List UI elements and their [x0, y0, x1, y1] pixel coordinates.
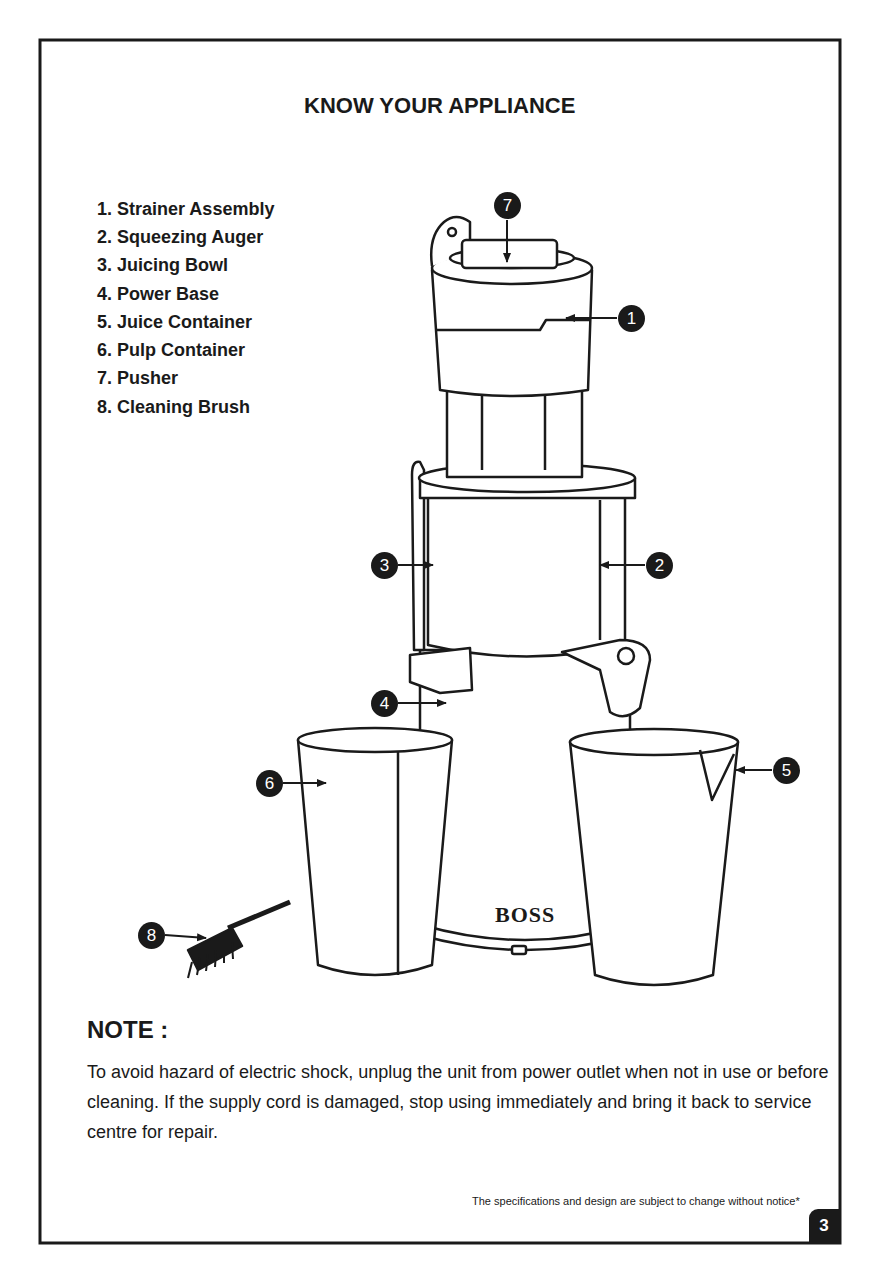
callout-number: 3 — [371, 552, 398, 579]
juicing-bowl — [428, 490, 625, 657]
parts-list-item: 3. Juicing Bowl — [97, 255, 228, 276]
parts-list-item: 2. Squeezing Auger — [97, 227, 263, 248]
strainer-assembly — [432, 270, 592, 396]
callout-number: 4 — [371, 690, 398, 717]
brand-logo: BOSS — [495, 902, 555, 928]
leader-lines — [165, 220, 772, 938]
footer-note: The specifications and design are subjec… — [472, 1195, 800, 1207]
callout-text: 6 — [265, 774, 274, 794]
note-heading: NOTE : — [87, 1016, 168, 1044]
cleaning-brush — [188, 928, 242, 970]
callout-number: 6 — [256, 770, 283, 797]
callout-number: 7 — [494, 192, 521, 219]
parts-list-item: 4. Power Base — [97, 284, 219, 305]
callout-text: 8 — [147, 926, 156, 946]
callout-text: 1 — [627, 309, 636, 329]
callout-text: 3 — [380, 556, 389, 576]
callout-text: 4 — [380, 694, 389, 714]
callout-number: 2 — [646, 552, 673, 579]
parts-list-item: 8. Cleaning Brush — [97, 397, 250, 418]
pusher — [462, 240, 557, 268]
page-title: KNOW YOUR APPLIANCE — [304, 93, 575, 119]
parts-list-item: 7. Pusher — [97, 368, 178, 389]
juice-container — [570, 742, 738, 985]
callout-text: 2 — [655, 556, 664, 576]
juice-spout — [562, 640, 650, 716]
callout-number: 5 — [773, 757, 800, 784]
parts-list-item: 5. Juice Container — [97, 312, 252, 333]
page-number: 3 — [809, 1209, 839, 1243]
callout-number: 8 — [138, 922, 165, 949]
parts-list-item: 1. Strainer Assembly — [97, 199, 274, 220]
callout-number: 1 — [618, 305, 645, 332]
callout-text: 7 — [503, 196, 512, 216]
parts-list-item: 6. Pulp Container — [97, 340, 245, 361]
pulp-spout — [410, 648, 472, 693]
callout-text: 3 — [819, 1216, 828, 1236]
pulp-container — [298, 740, 452, 975]
callout-text: 5 — [782, 761, 791, 781]
note-text: To avoid hazard of electric shock, unplu… — [87, 1057, 829, 1147]
page-frame — [40, 40, 840, 1243]
